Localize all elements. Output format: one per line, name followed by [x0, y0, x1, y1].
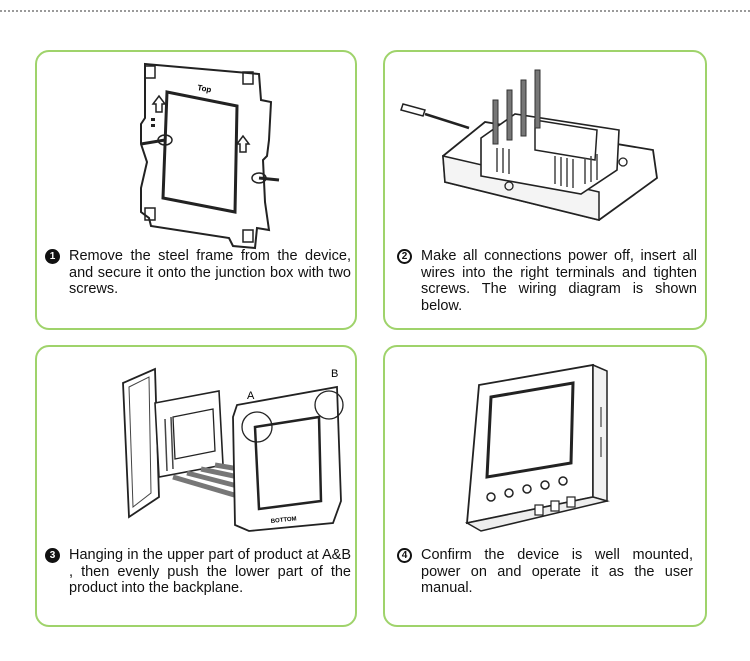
frame-top-label: Top [197, 83, 213, 94]
step-2-text: Make all connections power off, insert a… [421, 248, 697, 314]
step-2-caption: 2 Make all connections power off, insert… [397, 248, 697, 314]
mounted-device-illustration [464, 363, 610, 532]
step-3-text: Hanging in the upper part of product at … [69, 547, 351, 596]
step-number-badge: 3 [45, 548, 60, 563]
step-number-badge: 1 [45, 249, 60, 264]
point-b-label: B [331, 368, 338, 380]
step-1-text: Remove the steel frame from the device, … [69, 248, 351, 297]
step-1-caption: 1 Remove the steel frame from the device… [45, 248, 351, 298]
step-card-4: 4 Confirm the device is well mounted, po… [383, 345, 707, 627]
step-number-badge: 2 [397, 249, 412, 264]
step-3-caption: 3 Hanging in the upper part of product a… [45, 547, 351, 597]
step-card-3: A B BOTTOM 3 Hanging in the upper part o… [35, 345, 357, 627]
frame-bottom-label: BOTTOM [271, 516, 297, 525]
mounting-illustration: A B BOTTOM [122, 367, 344, 532]
step-card-1: Top 1 Remove the steel frame from the de… [35, 50, 357, 330]
steel-frame-illustration: Top [140, 62, 280, 250]
point-a-label: A [247, 390, 255, 402]
step-card-2: 2 Make all connections power off, insert… [383, 50, 707, 330]
step-4-caption: 4 Confirm the device is well mounted, po… [397, 547, 693, 597]
step-number-badge: 4 [397, 548, 412, 563]
wiring-illustration [400, 69, 658, 221]
step-4-text: Confirm the device is well mounted, powe… [421, 547, 693, 596]
dotted-divider [0, 10, 750, 12]
